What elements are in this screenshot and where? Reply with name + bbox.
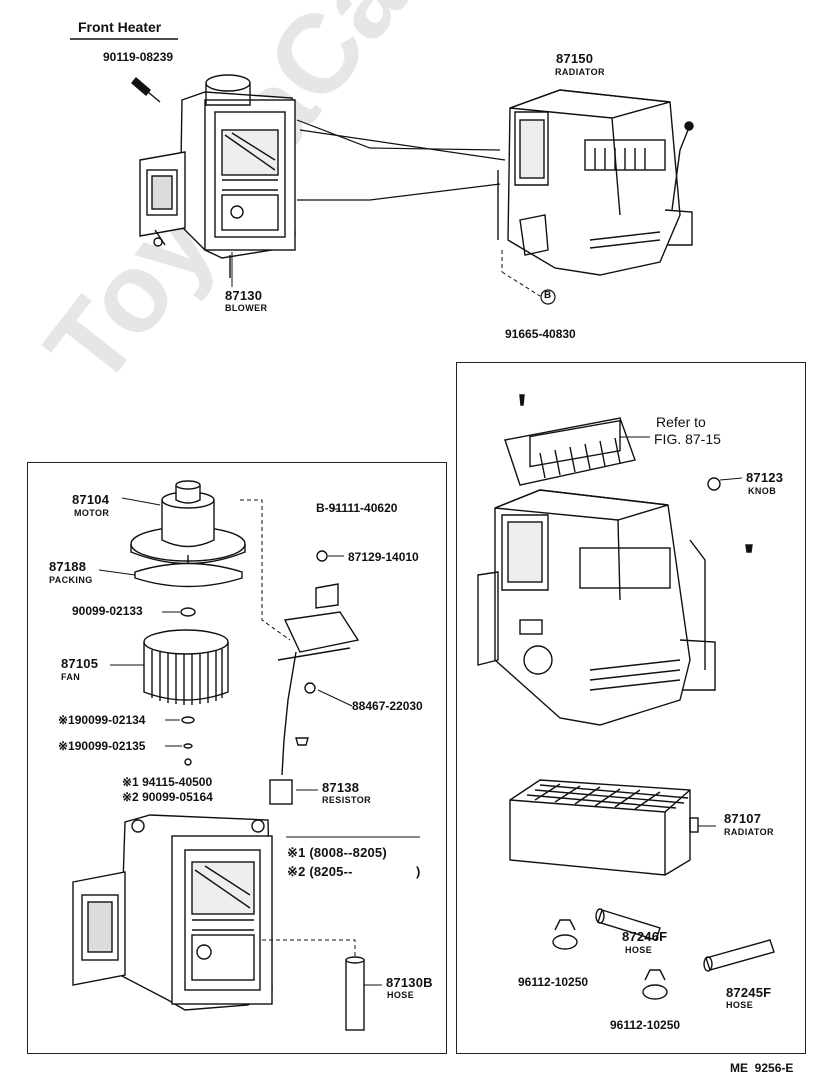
blower-name: BLOWER: [225, 303, 268, 313]
clamp-2-part-number: 96112-10250: [610, 1018, 681, 1032]
clip-part-number: 88467-22030: [352, 699, 423, 713]
knob-name: KNOB: [748, 486, 777, 496]
note-pair-1: ※1 94115-40500: [122, 775, 213, 789]
resistor-name: RESISTOR: [322, 795, 372, 805]
radiator-core-name: RADIATOR: [724, 827, 774, 837]
hose-87246f-drawing: [595, 908, 661, 941]
duct-drawing: [296, 119, 506, 201]
blower-assembly-drawing: [139, 74, 296, 287]
left-detail-frame: [27, 462, 447, 1054]
resistor-drawing: [269, 550, 360, 805]
packing-drawing: [134, 562, 243, 588]
washer-part-number: 90099-02133: [72, 604, 143, 618]
b-marker: B: [544, 290, 552, 301]
refer-to-label: Refer to: [656, 414, 706, 430]
heater-housing-drawing: [477, 489, 716, 726]
radiator-part-number: 87150: [556, 51, 594, 66]
diagram-title: Front Heater: [78, 19, 162, 35]
hose-87246f-name: HOSE: [625, 945, 653, 955]
packing-name: PACKING: [49, 575, 93, 585]
refer-fig-label: FIG. 87-15: [654, 431, 721, 447]
fan-name: FAN: [61, 672, 81, 682]
hose-87130b-part-number: 87130B: [386, 975, 433, 990]
hose-87130b-name: HOSE: [387, 990, 415, 1000]
blower-part-number: 87130: [225, 288, 263, 303]
motor-part-number: 87104: [72, 492, 110, 507]
hose-87246f-part-number: 87246F: [622, 929, 668, 944]
clamp-1-drawing: [552, 919, 578, 950]
washer-s1b-part-number: ※190099-02135: [58, 739, 146, 753]
production-note-1: ※1 (8008--8205): [287, 845, 387, 860]
hose-87245f-part-number: 87245F: [726, 985, 772, 1000]
resistor-part-number: 87138: [322, 780, 360, 795]
blower-case-drawing: [72, 814, 273, 1011]
radiator-core-part-number: 87107: [724, 811, 762, 826]
hose-87130b-drawing: [345, 956, 365, 1031]
clamp-1-part-number: 96112-10250: [518, 975, 589, 989]
screw-part-number: 91665-40830: [505, 327, 576, 341]
hose-87245f-name: HOSE: [726, 1000, 754, 1010]
hose-87245f-drawing: [703, 939, 775, 972]
fan-part-number: 87105: [61, 656, 99, 671]
bolt-drawing: [131, 76, 161, 103]
production-note-2: ※2 (8205--: [287, 864, 353, 879]
clamp-2-drawing: [642, 969, 668, 1000]
motor-drawing: [130, 480, 246, 580]
control-panel-drawing: [504, 417, 636, 486]
fan-drawing: [143, 629, 229, 705]
radiator-housing-drawing: [497, 89, 694, 276]
radiator-core-drawing: [509, 779, 699, 876]
washer-s1-part-number: ※190099-02134: [58, 713, 146, 727]
drawing-reference: ME 9256-E: [730, 1061, 794, 1075]
motor-name: MOTOR: [74, 508, 110, 518]
right-detail-frame: [456, 362, 806, 1054]
packing-part-number: 87188: [49, 559, 87, 574]
knob-part-number: 87123: [746, 470, 784, 485]
production-note-2-close: ): [416, 864, 421, 879]
bolt-part-number: 90119-08239: [103, 50, 174, 64]
b-screw-part-number: B-91111-40620: [316, 501, 398, 515]
note-pair-2: ※2 90099-05164: [122, 790, 213, 804]
grommet-part-number: 87129-14010: [348, 550, 419, 564]
radiator-name: RADIATOR: [555, 67, 605, 77]
